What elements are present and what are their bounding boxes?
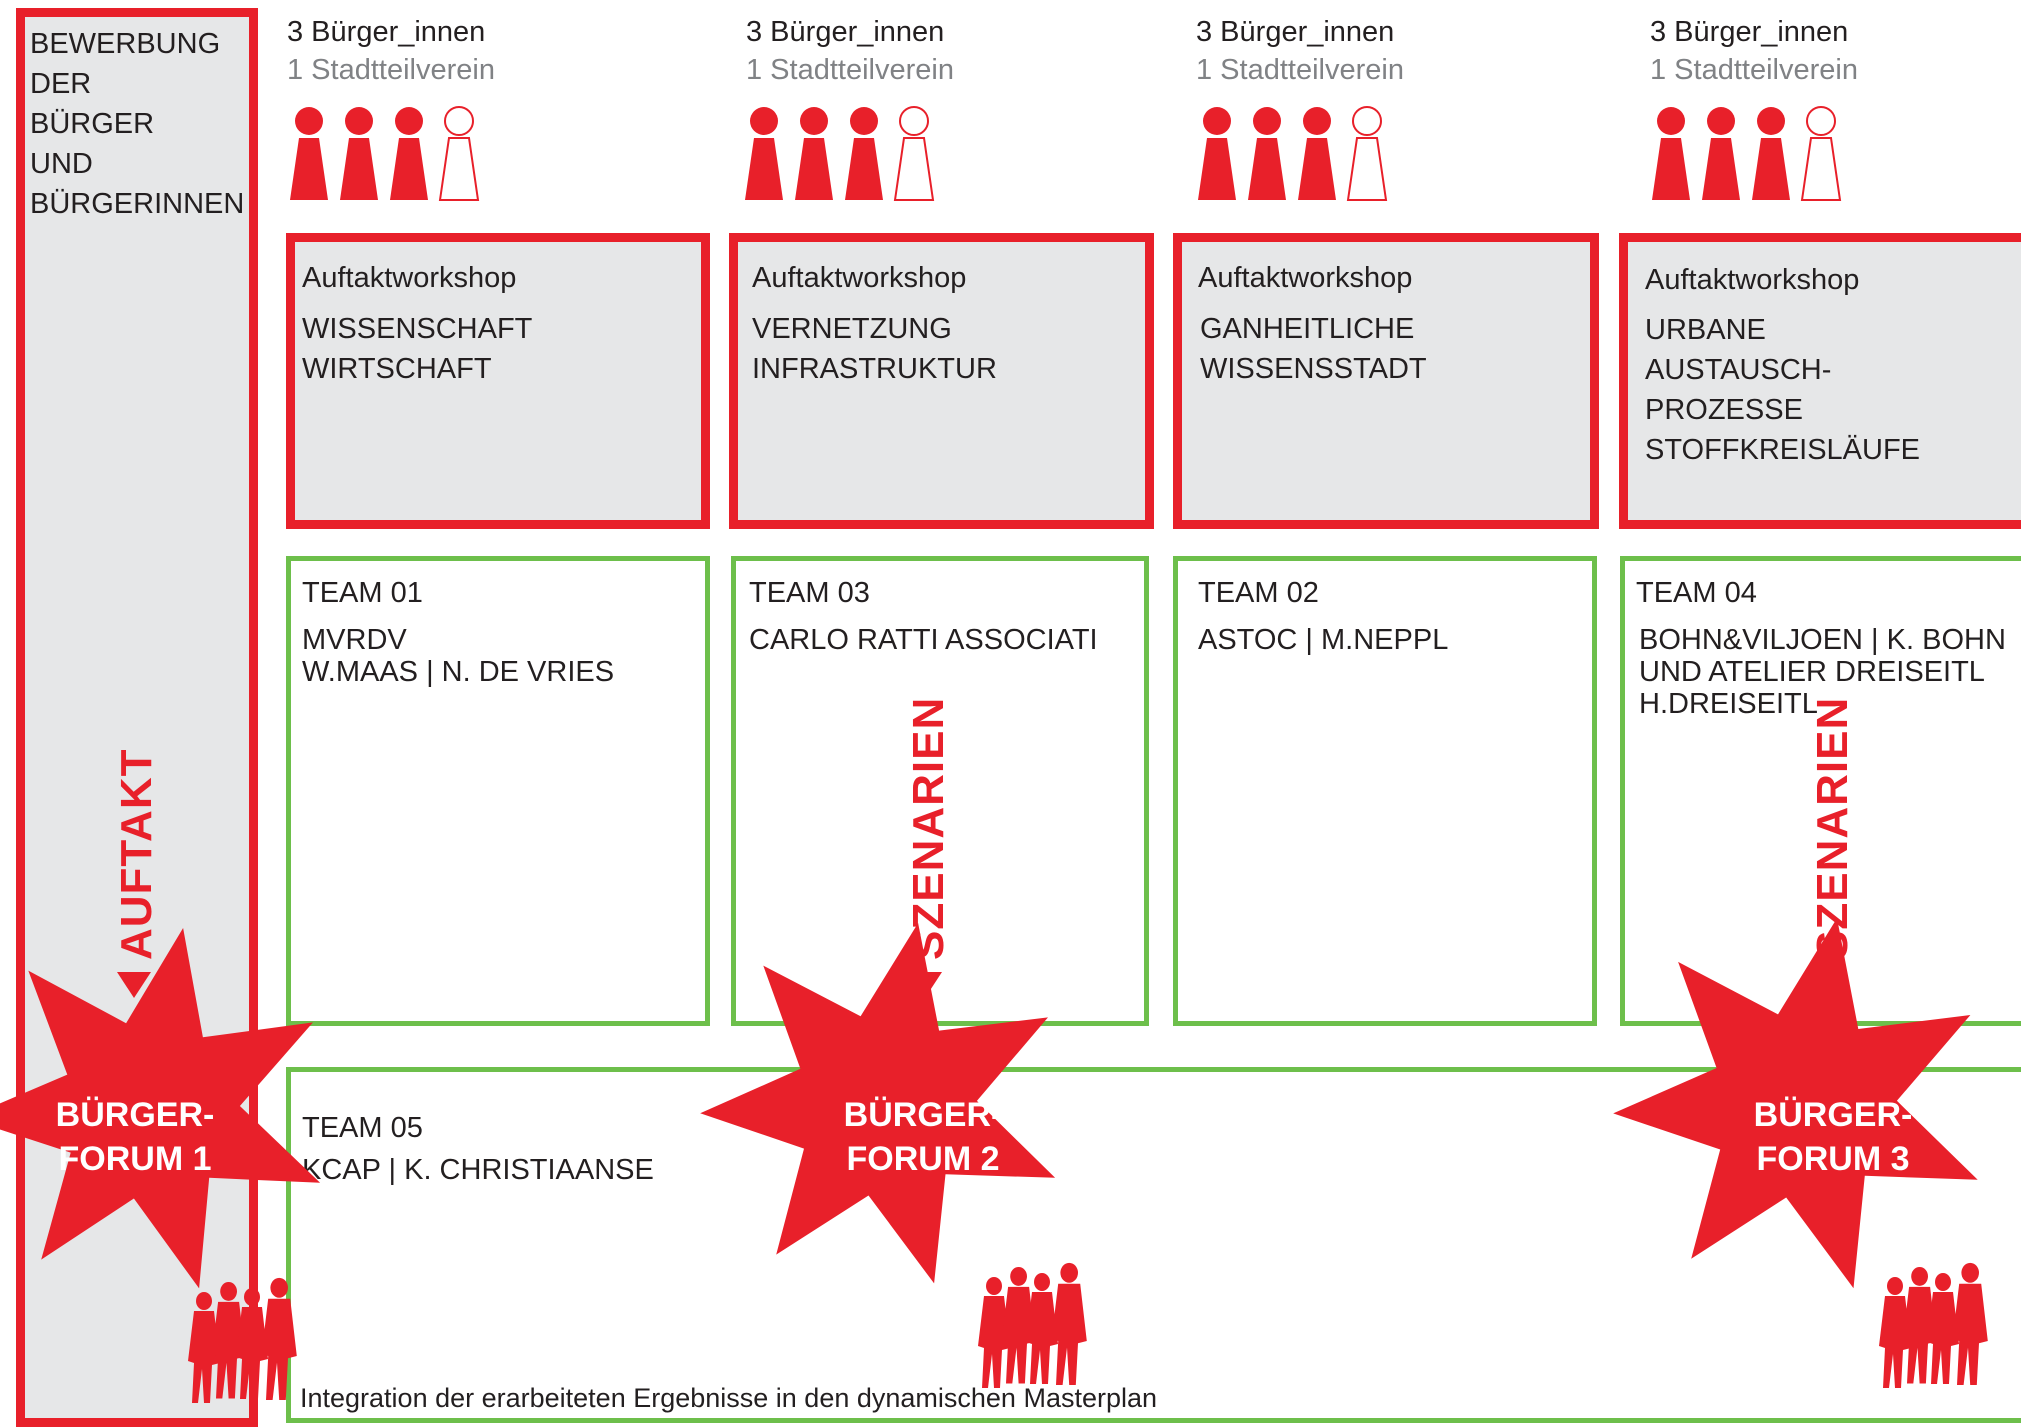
- filled-pawn-icon: [845, 107, 883, 200]
- team05-label: TEAM 05: [302, 1112, 423, 1144]
- col4-workshop-topic: URBANE AUSTAUSCH- PROZESSE STOFFKREISLÄU…: [1645, 314, 1921, 466]
- forum1-label: BÜRGER- FORUM 1: [55, 1096, 215, 1178]
- person-silhouette: [1902, 1266, 1937, 1384]
- outlined-pawn-icon: [1800, 106, 1842, 201]
- col1-participants-icon: [290, 106, 480, 201]
- col2-team-panel: [731, 556, 1149, 1026]
- col3-team-members: ASTOC | M.NEPPL: [1198, 624, 1449, 656]
- col1-citizens: 3 Bürger_innen: [287, 16, 486, 48]
- forum2-label: BÜRGER- FORUM 2: [843, 1096, 1003, 1178]
- person-silhouette: [261, 1277, 297, 1400]
- col1-team-panel: [286, 556, 710, 1026]
- col1-team-label: TEAM 01: [302, 577, 423, 609]
- col2-workshop-panel: [729, 233, 1154, 529]
- col1-association: 1 Stadtteilverein: [287, 54, 495, 86]
- col2-workshop-topic: VERNETZUNG INFRASTRUKTUR: [752, 313, 997, 385]
- bewerbung-title: BEWERBUNG DER BÜRGER UND BÜRGERINNEN: [30, 28, 245, 220]
- col4-citizens: 3 Bürger_innen: [1650, 16, 1849, 48]
- col3-participants-icon: [1198, 106, 1388, 201]
- person-silhouette: [1026, 1273, 1058, 1384]
- outlined-pawn-icon: [438, 106, 480, 201]
- filled-pawn-icon: [1652, 107, 1690, 200]
- forum3-star-icon: [1613, 918, 1978, 1289]
- col3-team-panel: [1173, 556, 1597, 1026]
- person-silhouette: [978, 1277, 1010, 1388]
- filled-pawn-icon: [290, 107, 328, 200]
- col2-citizens: 3 Bürger_innen: [746, 16, 945, 48]
- col1-workshop-panel: [286, 233, 710, 529]
- team05-members: KCAP | K. CHRISTIAANSE: [302, 1154, 654, 1186]
- filled-pawn-icon: [1702, 107, 1740, 200]
- person-silhouette: [1051, 1262, 1087, 1385]
- integration-note: Integration der erarbeiteten Ergebnisse …: [300, 1383, 1158, 1413]
- filled-pawn-icon: [390, 107, 428, 200]
- crowd-icon-1: [188, 1277, 297, 1403]
- person-silhouette: [188, 1292, 220, 1403]
- filled-pawn-icon: [1198, 107, 1236, 200]
- forum3-label: BÜRGER- FORUM 3: [1753, 1096, 1913, 1178]
- person-silhouette: [1879, 1277, 1911, 1388]
- outlined-pawn-icon: [1346, 106, 1388, 201]
- col4-workshop-label: Auftaktworkshop: [1645, 264, 1860, 296]
- col4-team-members: BOHN&VILJOEN | K. BOHN UND ATELIER DREIS…: [1639, 624, 2006, 720]
- col4-team-label: TEAM 04: [1636, 577, 1757, 609]
- forum1-star-icon: [0, 928, 321, 1289]
- forum2-star-icon: [700, 923, 1056, 1284]
- col2-workshop-label: Auftaktworkshop: [752, 262, 967, 294]
- filled-pawn-icon: [795, 107, 833, 200]
- col2-team-label: TEAM 03: [749, 577, 870, 609]
- col3-workshop-label: Auftaktworkshop: [1198, 262, 1413, 294]
- person-silhouette: [1952, 1262, 1988, 1385]
- col3-team-label: TEAM 02: [1198, 577, 1319, 609]
- crowd-icon-2: [978, 1262, 1087, 1388]
- star-shape: [700, 923, 1056, 1284]
- col3-citizens: 3 Bürger_innen: [1196, 16, 1395, 48]
- col3-association: 1 Stadtteilverein: [1196, 54, 1404, 86]
- col1-team-members: MVRDV W.MAAS | N. DE VRIES: [302, 624, 615, 688]
- auftakt-arrow-head-icon: [117, 972, 151, 998]
- col1-workshop-topic: WISSENSCHAFT WIRTSCHAFT: [302, 313, 533, 385]
- star-shape: [0, 928, 321, 1289]
- star-shape: [1613, 918, 1978, 1289]
- col4-workshop-panel: [1619, 233, 2021, 529]
- col2-team-members: CARLO RATTI ASSOCIATI: [749, 624, 1098, 656]
- filled-pawn-icon: [1752, 107, 1790, 200]
- filled-pawn-icon: [1248, 107, 1286, 200]
- col4-association: 1 Stadtteilverein: [1650, 54, 1858, 86]
- col3-workshop-panel: [1173, 233, 1599, 529]
- filled-pawn-icon: [340, 107, 378, 200]
- col3-workshop-topic: GANHEITLICHE WISSENSSTADT: [1200, 313, 1427, 385]
- col4-participants-icon: [1652, 106, 1842, 201]
- filled-pawn-icon: [745, 107, 783, 200]
- person-silhouette: [1927, 1273, 1959, 1384]
- col2-participants-icon: [745, 106, 935, 201]
- filled-pawn-icon: [1298, 107, 1336, 200]
- outlined-pawn-icon: [893, 106, 935, 201]
- person-silhouette: [1001, 1266, 1036, 1384]
- person-silhouette: [236, 1288, 268, 1399]
- person-silhouette: [211, 1281, 246, 1399]
- col1-workshop-label: Auftaktworkshop: [302, 262, 517, 294]
- crowd-icon-3: [1879, 1262, 1988, 1388]
- col2-association: 1 Stadtteilverein: [746, 54, 954, 86]
